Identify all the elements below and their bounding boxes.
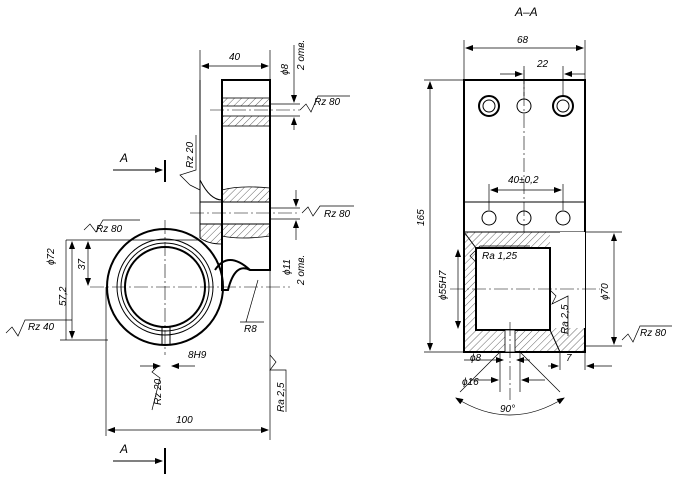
rz20-top-label: Rz 20 bbox=[185, 141, 196, 168]
section-body bbox=[450, 70, 600, 400]
dim-165-label: 165 bbox=[416, 209, 427, 226]
clamp-ring bbox=[90, 220, 290, 355]
dim-40-tol: 40±0,2 bbox=[488, 175, 564, 210]
dim-phi16-label: ϕ16 bbox=[462, 377, 479, 388]
section-mark-bottom: A bbox=[113, 442, 166, 474]
roughness-ra25-right: Ra 2,5 bbox=[549, 289, 571, 336]
roughness-rz40: Rz 40 bbox=[5, 319, 72, 337]
dim-phi70: ϕ70 bbox=[585, 231, 622, 347]
dim-37-label: 37 bbox=[77, 258, 88, 270]
r8-label: R8 bbox=[244, 324, 257, 335]
rz80-mid-label: Rz 80 bbox=[324, 209, 351, 220]
roughness-ra25-left: Ra 2,5 bbox=[269, 270, 287, 440]
roughness-ra125: Ra 1,25 bbox=[469, 245, 530, 263]
roughness-rz80-left: Rz 80 bbox=[66, 219, 200, 241]
rz40-label: Rz 40 bbox=[28, 322, 55, 333]
dim-left-verticals: ϕ72 37 57,2 bbox=[46, 240, 108, 341]
dim-phi55h7-label: ϕ55H7 bbox=[438, 270, 449, 300]
rz80-left-label: Rz 80 bbox=[96, 224, 123, 235]
dim-phi8-top: ϕ8 2 отв. bbox=[270, 40, 307, 130]
dim-phi16: ϕ16 bbox=[462, 352, 545, 392]
dim-8h9: 8H9 bbox=[140, 350, 207, 369]
dim-40: 40 bbox=[199, 50, 271, 80]
dim-90deg-label: 90° bbox=[500, 404, 515, 415]
roughness-rz80-top: Rz 80 bbox=[299, 95, 350, 113]
dim-57-2-label: 57,2 bbox=[58, 286, 69, 306]
bracket-side-outline bbox=[190, 79, 300, 291]
section-letter-bottom: A bbox=[119, 442, 128, 456]
dim-7-label: 7 bbox=[566, 353, 572, 364]
dim-phi11-label: ϕ11 bbox=[282, 259, 293, 275]
dim-phi8-right-label: ϕ8 bbox=[470, 353, 482, 364]
section-mark-top: A bbox=[113, 151, 166, 182]
rz80-right-label: Rz 80 bbox=[640, 328, 667, 339]
dim-165: 165 bbox=[416, 79, 464, 353]
ra125-label: Ra 1,25 bbox=[482, 251, 517, 262]
left-view: A A bbox=[5, 40, 354, 474]
rz20-bottom-label: Rz 20 bbox=[153, 378, 164, 405]
dim-68: 68 bbox=[463, 35, 586, 80]
ra25-right-label: Ra 2,5 bbox=[560, 304, 571, 334]
roughness-rz20-bottom: Rz 20 bbox=[151, 365, 164, 411]
dim-22: 22 bbox=[500, 59, 585, 96]
dim-2-holes-top-label: 2 отв. bbox=[296, 40, 307, 71]
dim-100-label: 100 bbox=[176, 415, 193, 426]
rz80-top-label: Rz 80 bbox=[314, 97, 341, 108]
dim-phi72-label: ϕ72 bbox=[46, 248, 57, 265]
dim-100: 100 bbox=[105, 287, 269, 436]
dim-bottom-small: ϕ8 7 bbox=[464, 352, 612, 370]
8h9-label: 8H9 bbox=[188, 350, 207, 361]
dim-68-label: 68 bbox=[517, 35, 529, 46]
dim-phi11: ϕ11 2 отв. bbox=[270, 190, 307, 286]
section-title: A–A bbox=[514, 5, 538, 19]
dim-phi70-label: ϕ70 bbox=[600, 283, 611, 300]
dim-2-holes-mid-label: 2 отв. bbox=[296, 255, 307, 286]
dim-phi55h7: ϕ55H7 bbox=[438, 249, 461, 329]
dim-22-label: 22 bbox=[536, 59, 549, 70]
roughness-rz80-mid: Rz 80 bbox=[301, 205, 354, 220]
dim-40-tol-label: 40±0,2 bbox=[508, 175, 539, 186]
dim-phi8-label: ϕ8 bbox=[280, 63, 291, 75]
dim-40-label: 40 bbox=[229, 52, 241, 63]
dim-r8: R8 bbox=[240, 279, 264, 335]
section-letter-top: A bbox=[119, 151, 128, 165]
ra25-left-label: Ra 2,5 bbox=[276, 382, 287, 412]
dim-90deg: 90° bbox=[455, 351, 565, 416]
roughness-rz80-right: Rz 80 bbox=[621, 325, 672, 343]
roughness-rz20-top: Rz 20 bbox=[179, 135, 201, 191]
right-view: A–A bbox=[416, 5, 672, 416]
